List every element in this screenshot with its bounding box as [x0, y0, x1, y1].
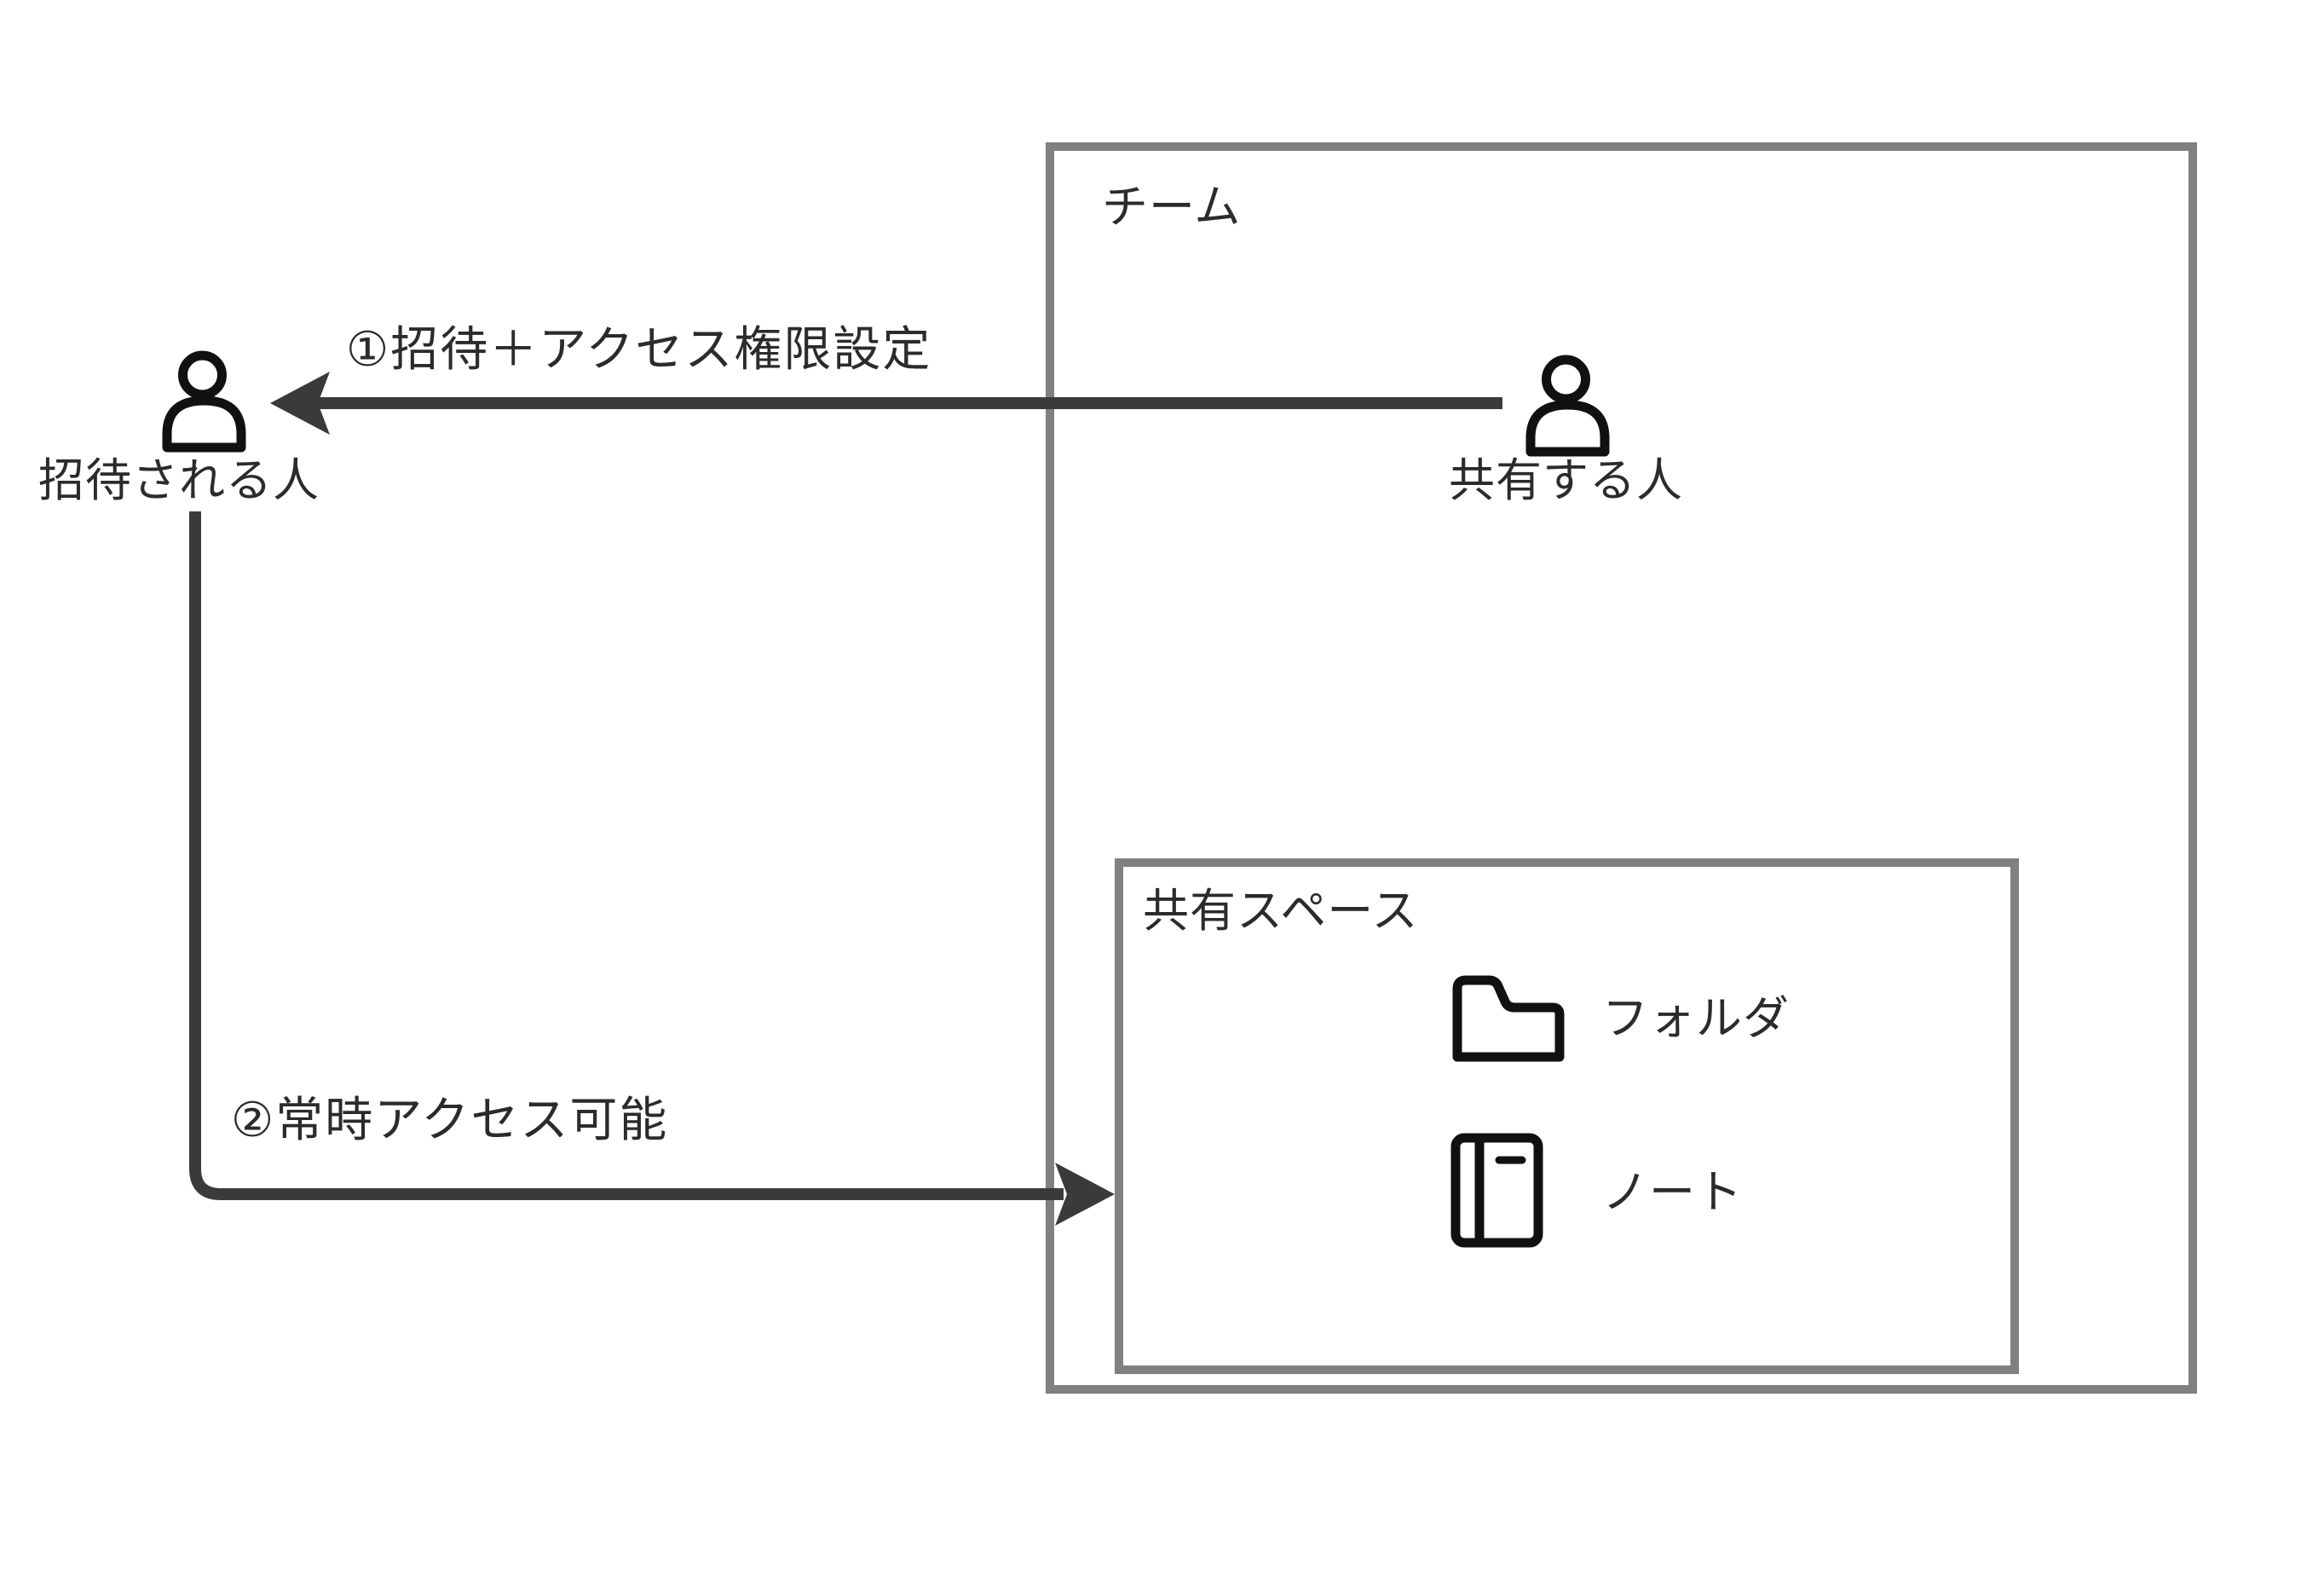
invite-arrow: [270, 372, 1502, 435]
access-arrow-head: [1055, 1163, 1115, 1226]
folder-label: フォルダ: [1602, 993, 1790, 1044]
invite-arrow-head: [270, 372, 330, 435]
team-box: [1046, 142, 2197, 1394]
access-arrow: [189, 511, 1115, 1226]
note-icon: [1450, 1133, 1543, 1248]
sharer-person-icon: [1525, 355, 1610, 457]
team-box-label: チーム: [1102, 182, 1242, 233]
invitee-label: 招待される人: [38, 455, 320, 506]
sharer-label: 共有する人: [1449, 455, 1683, 506]
note-label: ノート: [1602, 1167, 1743, 1218]
invitee-person-icon: [162, 350, 246, 453]
invite-arrow-label: ①招待＋アクセス権限設定: [346, 322, 932, 376]
access-arrow-label: ②常時アクセス可能: [231, 1093, 669, 1146]
folder-icon: [1452, 975, 1565, 1062]
shared-space-box: [1115, 858, 2019, 1374]
shared-space-label: 共有スペース: [1143, 886, 1419, 937]
